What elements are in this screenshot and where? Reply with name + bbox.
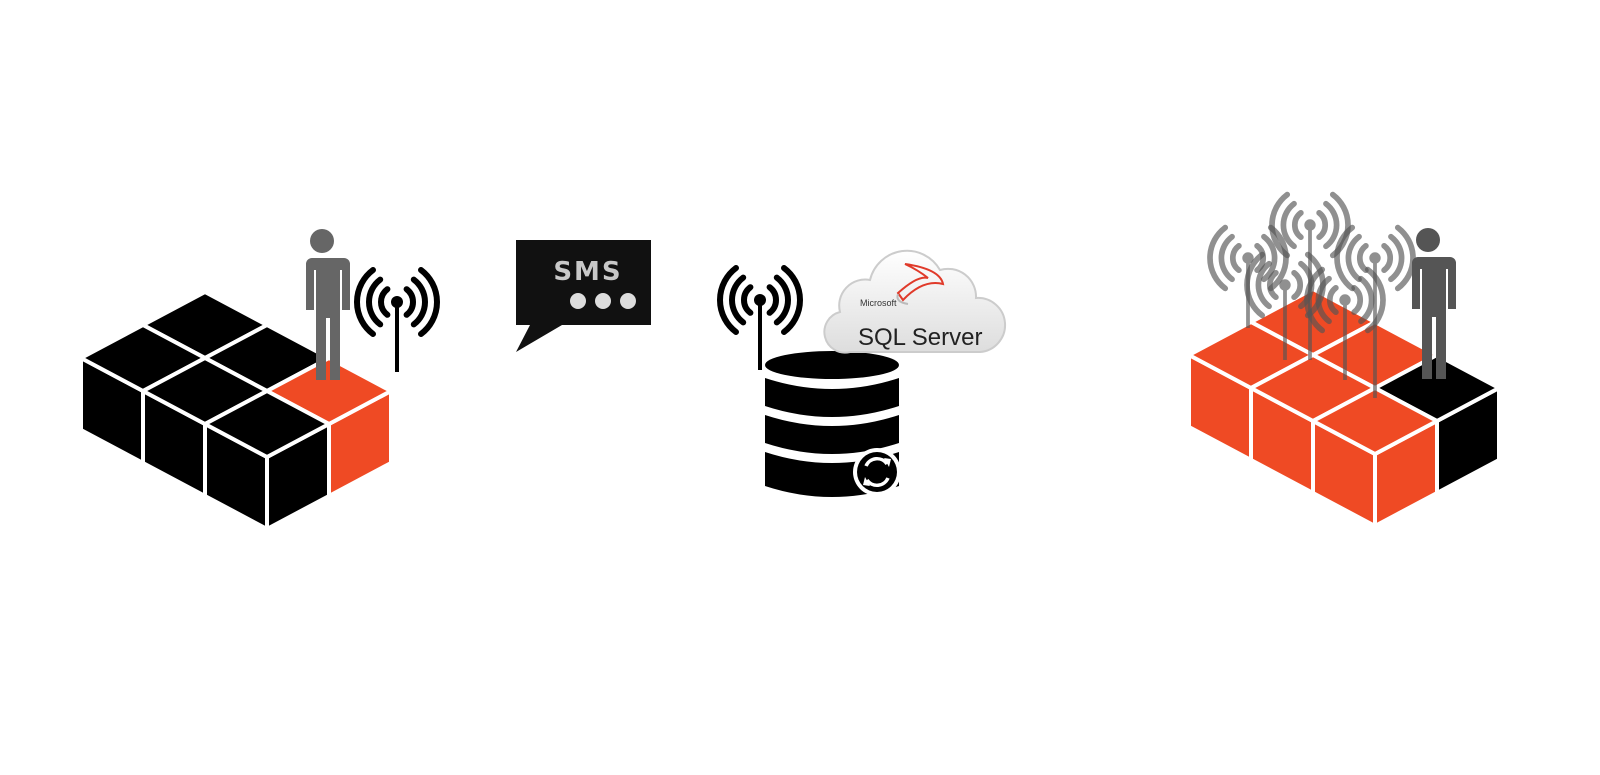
wireless-antenna-icon	[717, 265, 803, 370]
sms-bubble-icon: SMS	[516, 240, 651, 352]
sql-server-cloud-icon: Microsoft SQL Server	[823, 249, 1006, 354]
sync-icon	[853, 448, 901, 496]
wireless-antenna-icon	[1304, 266, 1386, 380]
person-icon	[300, 229, 350, 380]
person-icon	[1406, 228, 1456, 379]
sms-label: SMS	[553, 257, 622, 287]
sql-product: SQL Server	[858, 324, 983, 351]
left-building-blocks-icon	[79, 290, 393, 531]
cube-top-face	[1311, 386, 1439, 456]
wireless-antenna-icon	[354, 267, 440, 372]
right-building-blocks-icon	[1187, 287, 1501, 528]
cube-top-face	[203, 389, 331, 459]
sql-brand: Microsoft	[860, 298, 897, 308]
wireless-antenna-icon	[1334, 224, 1416, 398]
database-icon	[765, 351, 901, 497]
wireless-antenna-icon	[1269, 191, 1351, 360]
